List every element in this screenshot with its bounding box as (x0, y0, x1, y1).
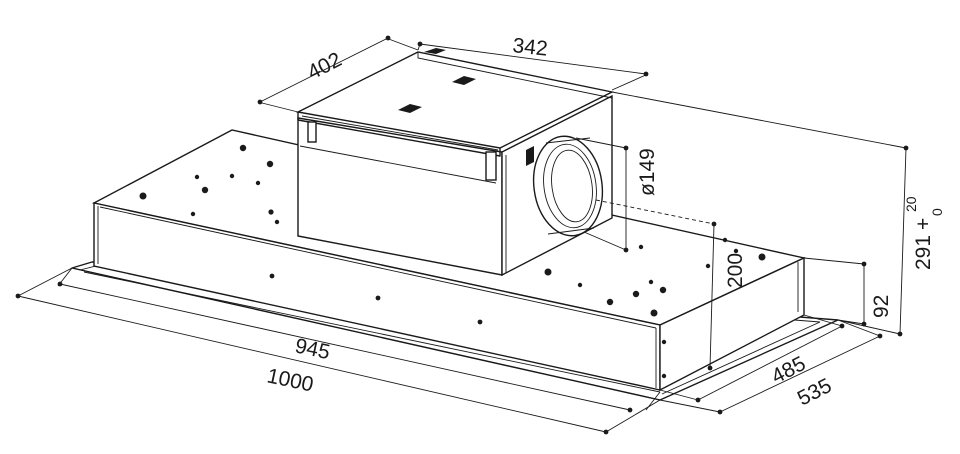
outlet-collar (532, 135, 604, 237)
label-485: 485 (768, 352, 810, 388)
label-945: 945 (293, 334, 332, 364)
label-200: 200 (724, 253, 747, 288)
label-291-pm: + (912, 218, 935, 230)
label-291-tol-zero: 0 (929, 208, 945, 216)
label-diameter: ø149 (636, 148, 659, 196)
dimension-92: 92 (803, 257, 893, 327)
label-291-tol-plus: 20 (903, 196, 919, 212)
label-535: 535 (794, 374, 836, 410)
label-402: 402 (304, 48, 346, 84)
dimension-342: 342 (417, 34, 649, 91)
label-342: 342 (511, 34, 548, 61)
label-92: 92 (870, 295, 893, 318)
label-1000: 1000 (265, 364, 315, 396)
label-291: 291 (912, 235, 935, 270)
dimension-200: 200 (595, 199, 747, 371)
dimension-diameter: ø149 (575, 137, 659, 253)
dimension-291: 291 + 20 0 (611, 91, 945, 337)
